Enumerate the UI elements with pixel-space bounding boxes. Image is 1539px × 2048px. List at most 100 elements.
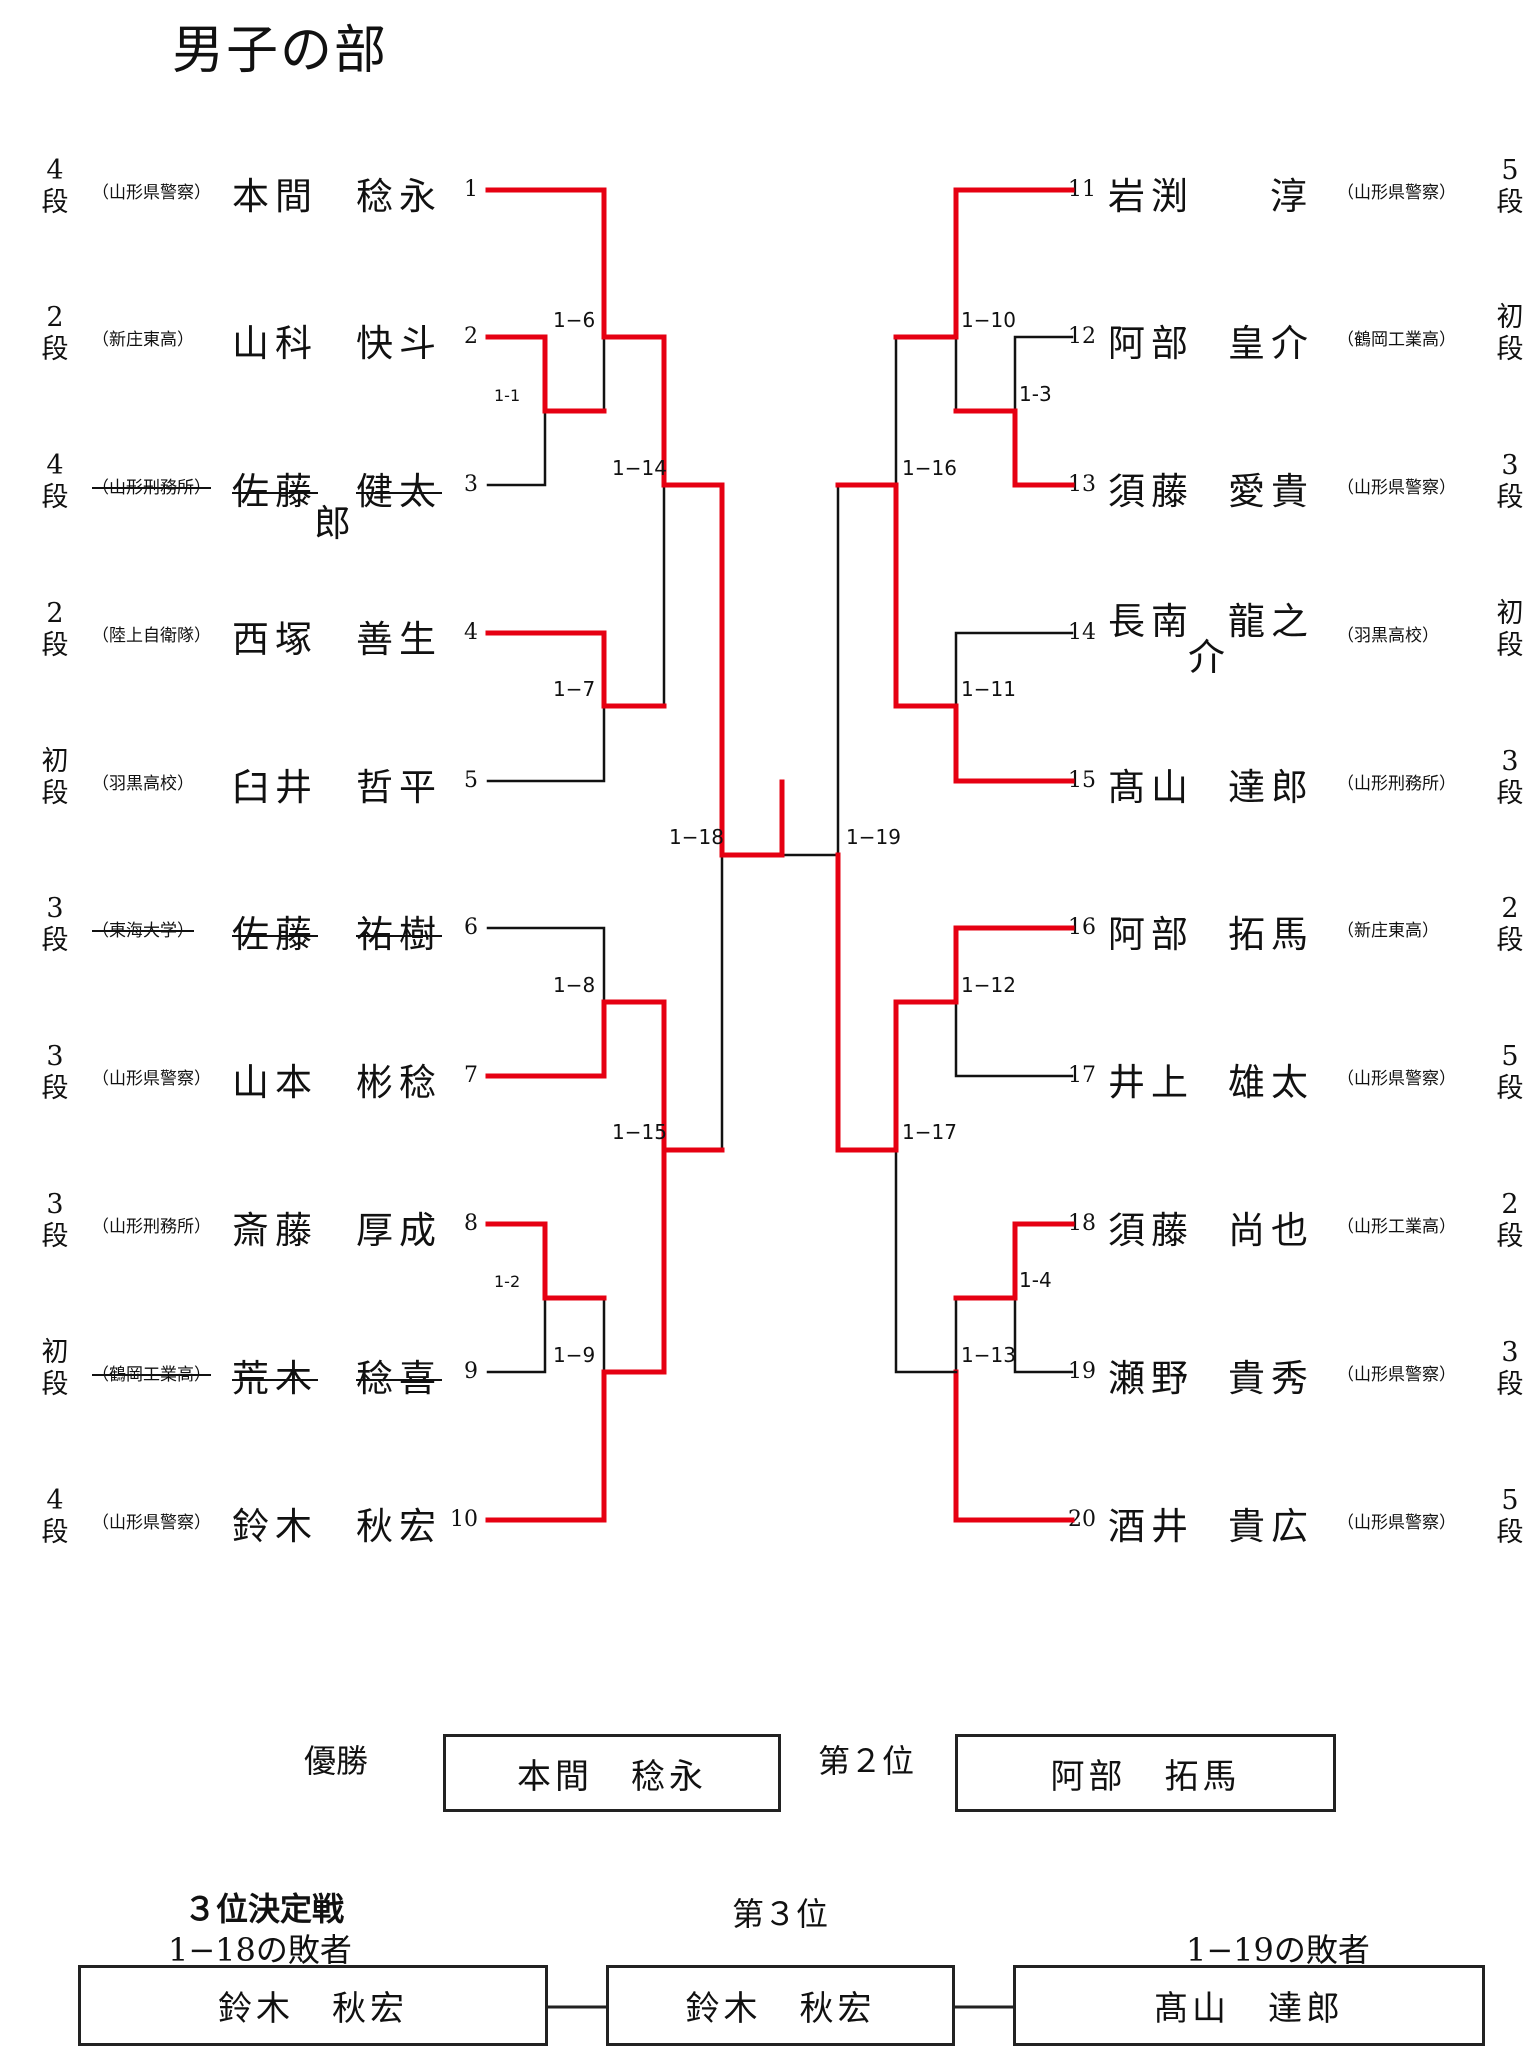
player-given-name: 愛貴 bbox=[1228, 470, 1314, 513]
page-title: 男子の部 bbox=[172, 21, 389, 81]
dan-unit: 段 bbox=[1496, 1073, 1524, 1104]
seed-number: 2 bbox=[464, 324, 478, 349]
affiliation: （新庄東高） bbox=[1337, 921, 1439, 941]
line-w11 bbox=[543, 335, 606, 413]
match-label: 1-2 bbox=[494, 1272, 521, 1291]
player-surname: 阿部 bbox=[1108, 913, 1194, 956]
affiliation: （山形刑務所） bbox=[1337, 774, 1456, 794]
player-given-name: 厚成 bbox=[356, 1209, 442, 1252]
line-p17 bbox=[954, 1000, 1074, 1078]
left-loser-box: 鈴木 秋宏 bbox=[78, 1965, 548, 2046]
dan-number: 初 bbox=[41, 1337, 69, 1368]
line-w17 bbox=[602, 483, 666, 708]
dan-number: 初 bbox=[1496, 302, 1524, 333]
affiliation: （山形刑務所） bbox=[92, 478, 211, 498]
player-surname: 阿部 bbox=[1108, 322, 1194, 365]
affiliation: （羽黒高校） bbox=[1337, 626, 1439, 646]
dan-unit: 段 bbox=[41, 925, 69, 956]
affiliation: （山形県警察） bbox=[92, 183, 211, 203]
dan-number: 3 bbox=[46, 893, 64, 924]
match-label: 1−18 bbox=[669, 825, 724, 849]
dan-unit: 段 bbox=[41, 187, 69, 218]
dan-number: 4 bbox=[46, 450, 64, 481]
affiliation: （陸上自衛隊） bbox=[92, 626, 211, 646]
line-p3 bbox=[486, 409, 547, 487]
dan-unit: 段 bbox=[41, 1221, 69, 1252]
affiliation: （山形県警察） bbox=[1337, 1365, 1456, 1385]
player-surname: 本間 bbox=[232, 175, 318, 218]
dan-unit: 段 bbox=[1496, 1369, 1524, 1400]
match-label: 1−7 bbox=[553, 677, 596, 701]
dan-number: 3 bbox=[1501, 746, 1519, 777]
line-w13 bbox=[954, 335, 1017, 413]
dan-unit: 段 bbox=[41, 1073, 69, 1104]
line-p6 bbox=[486, 926, 606, 1004]
player-name-continued: 介 bbox=[1188, 636, 1231, 679]
line-w116 bbox=[836, 483, 898, 857]
dan-number: 5 bbox=[1501, 155, 1519, 186]
player-surname: 髙山 bbox=[1108, 766, 1194, 809]
second-box: 阿部 拓馬 bbox=[955, 1734, 1336, 1812]
player-given-name: 雄太 bbox=[1228, 1061, 1314, 1104]
player-given-name: 稔永 bbox=[356, 175, 442, 218]
dan-number: 2 bbox=[46, 598, 64, 629]
line-p16 bbox=[953, 925, 1075, 1005]
match-label: 1−12 bbox=[961, 973, 1016, 997]
dan-unit: 段 bbox=[1496, 482, 1524, 513]
dan-number: 3 bbox=[1501, 450, 1519, 481]
player-given-name: 秋宏 bbox=[356, 1505, 442, 1548]
player-given-name: 彬稔 bbox=[356, 1061, 442, 1104]
player-given-name: 達郎 bbox=[1228, 766, 1314, 809]
player-surname: 須藤 bbox=[1108, 470, 1194, 513]
player-given-name: 健太 bbox=[356, 470, 442, 513]
dan-number: 4 bbox=[46, 155, 64, 186]
player-surname: 山本 bbox=[232, 1061, 318, 1104]
left-loser-label: 1−18の敗者 bbox=[168, 1931, 352, 1969]
dan-unit: 段 bbox=[1496, 1517, 1524, 1548]
line-p2 bbox=[485, 334, 548, 414]
line-p8 bbox=[485, 1221, 548, 1301]
line-p9 bbox=[486, 1296, 547, 1374]
player-surname: 井上 bbox=[1108, 1061, 1194, 1104]
player-surname: 斎藤 bbox=[232, 1209, 318, 1252]
dan-number: 初 bbox=[41, 746, 69, 777]
player-given-name: 尚也 bbox=[1228, 1209, 1314, 1252]
match-label: 1-1 bbox=[494, 386, 521, 405]
line-w113 bbox=[894, 1148, 958, 1374]
line-p15 bbox=[953, 703, 1075, 784]
player-given-name: 善生 bbox=[356, 618, 442, 661]
affiliation: （新庄東高） bbox=[92, 330, 194, 350]
dan-number: 2 bbox=[1501, 1189, 1519, 1220]
dan-unit: 段 bbox=[1496, 334, 1524, 365]
right-loser-label: 1−19の敗者 bbox=[1186, 1931, 1370, 1969]
affiliation: （山形県警察） bbox=[92, 1513, 211, 1533]
line-p1 bbox=[485, 187, 607, 340]
line-w111 bbox=[893, 482, 959, 709]
affiliation: （山形刑務所） bbox=[92, 1217, 211, 1237]
player-surname: 長南 bbox=[1108, 600, 1194, 643]
champion-label: 優勝 bbox=[304, 1742, 369, 1780]
line-w112 bbox=[893, 999, 959, 1153]
player-surname: 佐藤 bbox=[232, 470, 318, 513]
seed-number: 9 bbox=[464, 1359, 478, 1384]
line-p12 bbox=[1013, 335, 1074, 413]
seed-number: 3 bbox=[464, 472, 478, 497]
match-label: 1−17 bbox=[902, 1120, 957, 1144]
affiliation: （鶴岡工業高） bbox=[1337, 330, 1456, 350]
match-label: 1−8 bbox=[553, 973, 596, 997]
seed-number: 7 bbox=[464, 1063, 478, 1088]
line-p4 bbox=[485, 630, 607, 709]
player-surname: 鈴木 bbox=[232, 1505, 318, 1548]
match-label: 1−13 bbox=[961, 1343, 1016, 1367]
line-p13 bbox=[1012, 408, 1075, 488]
affiliation: （山形工業高） bbox=[1337, 1217, 1456, 1237]
player-surname: 須藤 bbox=[1108, 1209, 1194, 1252]
dan-unit: 段 bbox=[1496, 1221, 1524, 1252]
seed-number: 6 bbox=[464, 915, 478, 940]
dan-unit: 段 bbox=[41, 1517, 69, 1548]
dan-number: 3 bbox=[46, 1189, 64, 1220]
seed-number: 10 bbox=[450, 1507, 478, 1532]
affiliation: （山形県警察） bbox=[1337, 1513, 1456, 1533]
line-p7 bbox=[485, 999, 607, 1079]
